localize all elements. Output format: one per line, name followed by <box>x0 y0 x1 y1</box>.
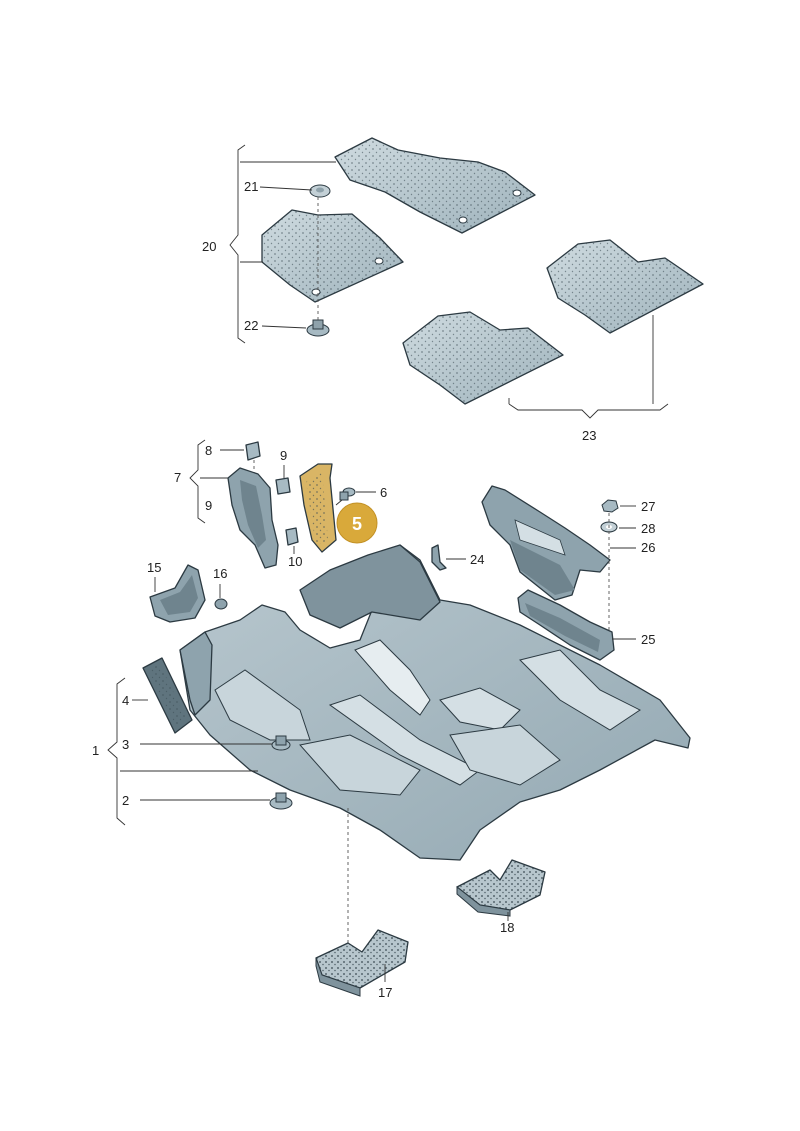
callout-22: 22 <box>244 318 258 333</box>
floor-mat-front-left <box>334 137 536 234</box>
floor-mat-rear-right <box>402 311 564 405</box>
callout-8: 8 <box>205 443 212 458</box>
callout-25: 25 <box>641 632 655 647</box>
foam-block-part-18 <box>456 859 546 917</box>
floor-mat-rear-left <box>546 239 704 334</box>
callout-23: 23 <box>582 428 596 443</box>
bolt-part-6 <box>339 487 356 501</box>
foam-block-part-17 <box>315 929 409 997</box>
callout-15: 15 <box>147 560 161 575</box>
callout-28: 28 <box>641 521 655 536</box>
mat-clip-top <box>309 184 331 198</box>
callout-9-top: 9 <box>280 448 287 463</box>
callout-16: 16 <box>213 566 227 581</box>
clip-part-16 <box>214 598 228 610</box>
bracket-group-1 <box>107 677 272 826</box>
callout-21: 21 <box>244 179 258 194</box>
callout-9-left: 9 <box>205 498 212 513</box>
bracket-part-15 <box>149 564 206 623</box>
bracket-group-20 <box>229 144 336 344</box>
mat-clip-bottom <box>306 319 330 337</box>
callout-3: 3 <box>122 737 129 752</box>
floor-carpet-part-1 <box>179 544 691 861</box>
clip-part-8 <box>245 441 261 461</box>
clip-part-2 <box>269 792 293 810</box>
callout-20: 20 <box>202 239 216 254</box>
callout-26: 26 <box>641 540 655 555</box>
trim-panel-part-7 <box>227 467 279 569</box>
callout-24: 24 <box>470 552 484 567</box>
highlight-badge-label: 5 <box>352 514 362 534</box>
bracket-group-7 <box>189 439 244 524</box>
callout-7: 7 <box>174 470 181 485</box>
footrest-part-5-highlighted[interactable] <box>299 463 337 553</box>
nut-part-27 <box>601 499 619 513</box>
callout-4: 4 <box>122 693 129 708</box>
callout-27: 27 <box>641 499 655 514</box>
heel-pad-part-4 <box>142 657 193 734</box>
highlight-badge-5[interactable]: 5 <box>336 502 378 544</box>
floor-mat-front-right <box>261 209 404 303</box>
callout-2: 2 <box>122 793 129 808</box>
bracket-group-23 <box>508 315 669 419</box>
clip-part-9 <box>275 477 291 495</box>
callout-6: 6 <box>380 485 387 500</box>
callout-1: 1 <box>92 743 99 758</box>
callout-17: 17 <box>378 985 392 1000</box>
trim-strip-part-25 <box>517 589 615 661</box>
callout-10: 10 <box>288 554 302 569</box>
side-panel-part-26 <box>481 485 611 601</box>
clip-part-24 <box>431 544 447 571</box>
clip-part-10 <box>285 527 299 546</box>
callout-18: 18 <box>500 920 514 935</box>
nut-part-3 <box>271 735 291 751</box>
